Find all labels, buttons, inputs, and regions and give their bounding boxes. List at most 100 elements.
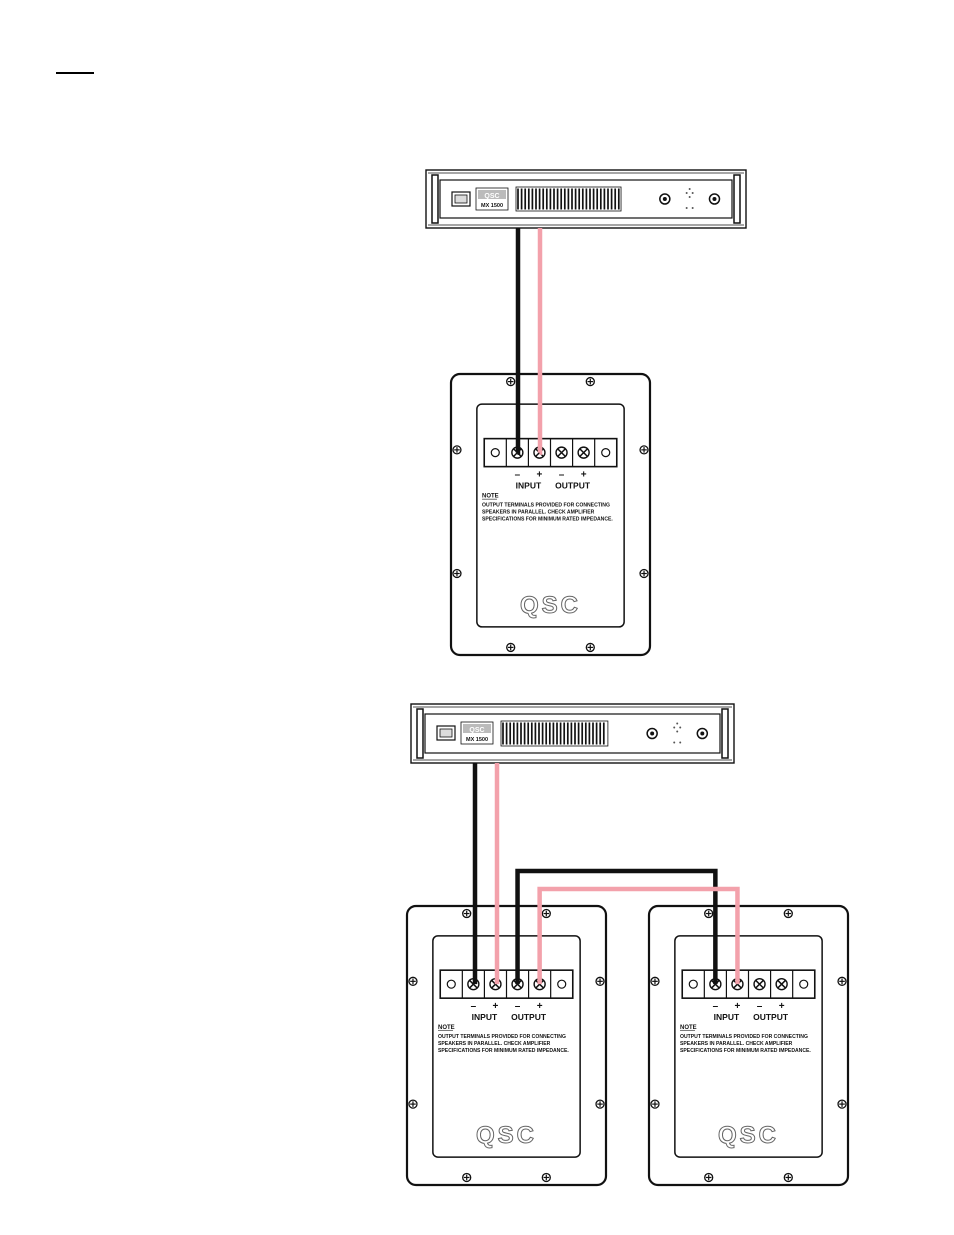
polarity-plus: +: [779, 1001, 785, 1012]
note-title: NOTE: [438, 1025, 455, 1031]
polarity-minus: –: [713, 1001, 719, 1012]
terminal-screw-icon: [753, 977, 766, 991]
power-switch-icon: [436, 725, 456, 741]
input-label: INPUT: [516, 481, 542, 491]
terminal-strip: [681, 969, 816, 999]
screw-icon: [408, 976, 418, 986]
screw-icon: [783, 1172, 793, 1183]
speaker-logo: QSC: [520, 592, 581, 619]
screw-icon: [462, 908, 472, 919]
rack-ear-right: [721, 708, 729, 759]
speaker-logo: QSC: [718, 1122, 779, 1149]
screw-icon: [585, 376, 595, 387]
status-led: [688, 196, 691, 198]
polarity-minus: –: [515, 470, 521, 481]
input-label: INPUT: [714, 1012, 740, 1022]
status-led: [673, 741, 676, 744]
screw-icon: [506, 376, 516, 387]
wire-positive: [537, 228, 543, 455]
status-led: [679, 741, 682, 744]
polarity-plus: +: [537, 1001, 543, 1012]
screw-icon: [837, 976, 847, 986]
screw-icon: [541, 908, 551, 919]
output-label: OUTPUT: [555, 481, 591, 491]
note-line: SPECIFICATIONS FOR MINIMUM RATED IMPEDAN…: [438, 1048, 569, 1054]
brand-logo-block: [478, 190, 506, 199]
note-line: SPEAKERS IN PARALLEL. CHECK AMPLIFIER: [438, 1041, 551, 1047]
screw-icon: [541, 1172, 551, 1183]
input-label: INPUT: [472, 1012, 498, 1022]
note-title: NOTE: [482, 494, 499, 500]
wire-parallel-negative: [515, 868, 718, 985]
terminal-end-post: [490, 448, 500, 458]
gain-knob-icon: [659, 193, 671, 205]
note-line: SPECIFICATIONS FOR MINIMUM RATED IMPEDAN…: [482, 517, 613, 523]
terminal-end-post: [688, 979, 698, 989]
power-switch-rocker: [439, 728, 453, 738]
terminal-end-post: [557, 979, 567, 989]
note-title: NOTE: [680, 1025, 697, 1031]
header-rule: [56, 72, 94, 74]
power-switch-icon: [451, 191, 471, 207]
brand-logo: QSC: [484, 193, 499, 200]
screw-icon: [595, 1099, 605, 1109]
terminal-screw-icon: [577, 446, 590, 459]
polarity-minus: –: [515, 1001, 521, 1012]
screw-icon: [650, 976, 660, 986]
status-led: [688, 188, 691, 190]
status-led: [676, 730, 679, 733]
terminal-screw-icon: [775, 977, 788, 991]
polarity-plus: +: [581, 470, 587, 481]
screw-icon: [837, 1099, 847, 1109]
screw-icon: [452, 568, 462, 579]
brand-logo-block: [463, 724, 491, 733]
polarity-plus: +: [493, 1001, 499, 1012]
power-switch-rocker: [454, 194, 468, 204]
screw-icon: [595, 976, 605, 986]
screw-icon: [639, 445, 649, 455]
screw-icon: [408, 1099, 418, 1109]
knob-center: [700, 731, 705, 736]
amplifier: QSC MX 1500: [425, 169, 747, 229]
wire-parallel-positive: [537, 886, 740, 985]
terminal-screw-slot: [755, 979, 765, 989]
knob-center: [662, 197, 667, 201]
screw-icon: [704, 1172, 714, 1183]
terminal-screw-slot: [557, 448, 567, 458]
gain-knob-icon: [696, 727, 709, 740]
status-led: [679, 726, 682, 729]
terminal-end-post: [799, 979, 809, 989]
polarity-minus: –: [471, 1001, 477, 1012]
model-label: MX 1500: [466, 737, 488, 743]
polarity-plus: +: [537, 470, 543, 481]
note-line: OUTPUT TERMINALS PROVIDED FOR CONNECTING: [680, 1034, 808, 1040]
note-line: SPEAKERS IN PARALLEL. CHECK AMPLIFIER: [680, 1041, 793, 1047]
note-line: OUTPUT TERMINALS PROVIDED FOR CONNECTING: [482, 503, 610, 509]
screw-icon: [650, 1099, 660, 1109]
output-label: OUTPUT: [753, 1012, 789, 1022]
screw-icon: [639, 568, 649, 579]
status-led: [673, 726, 676, 729]
gain-knob-icon: [708, 193, 721, 205]
status-led: [691, 207, 694, 209]
note-line: SPEAKERS IN PARALLEL. CHECK AMPLIFIER: [482, 510, 595, 516]
terminal-screw-slot: [579, 448, 589, 458]
polarity-plus: +: [735, 1001, 741, 1012]
rack-ear-right: [733, 174, 741, 224]
terminal-screw-icon: [555, 446, 568, 459]
note-line: OUTPUT TERMINALS PROVIDED FOR CONNECTING: [438, 1034, 566, 1040]
model-label: MX 1500: [481, 203, 503, 209]
note-line: SPECIFICATIONS FOR MINIMUM RATED IMPEDAN…: [680, 1048, 811, 1054]
terminal-screw-slot: [777, 979, 787, 989]
polarity-minus: –: [559, 470, 565, 481]
knob-center: [712, 197, 717, 201]
polarity-minus: –: [757, 1001, 763, 1012]
screw-icon: [704, 908, 714, 919]
status-led: [685, 207, 688, 209]
status-led: [691, 192, 694, 194]
